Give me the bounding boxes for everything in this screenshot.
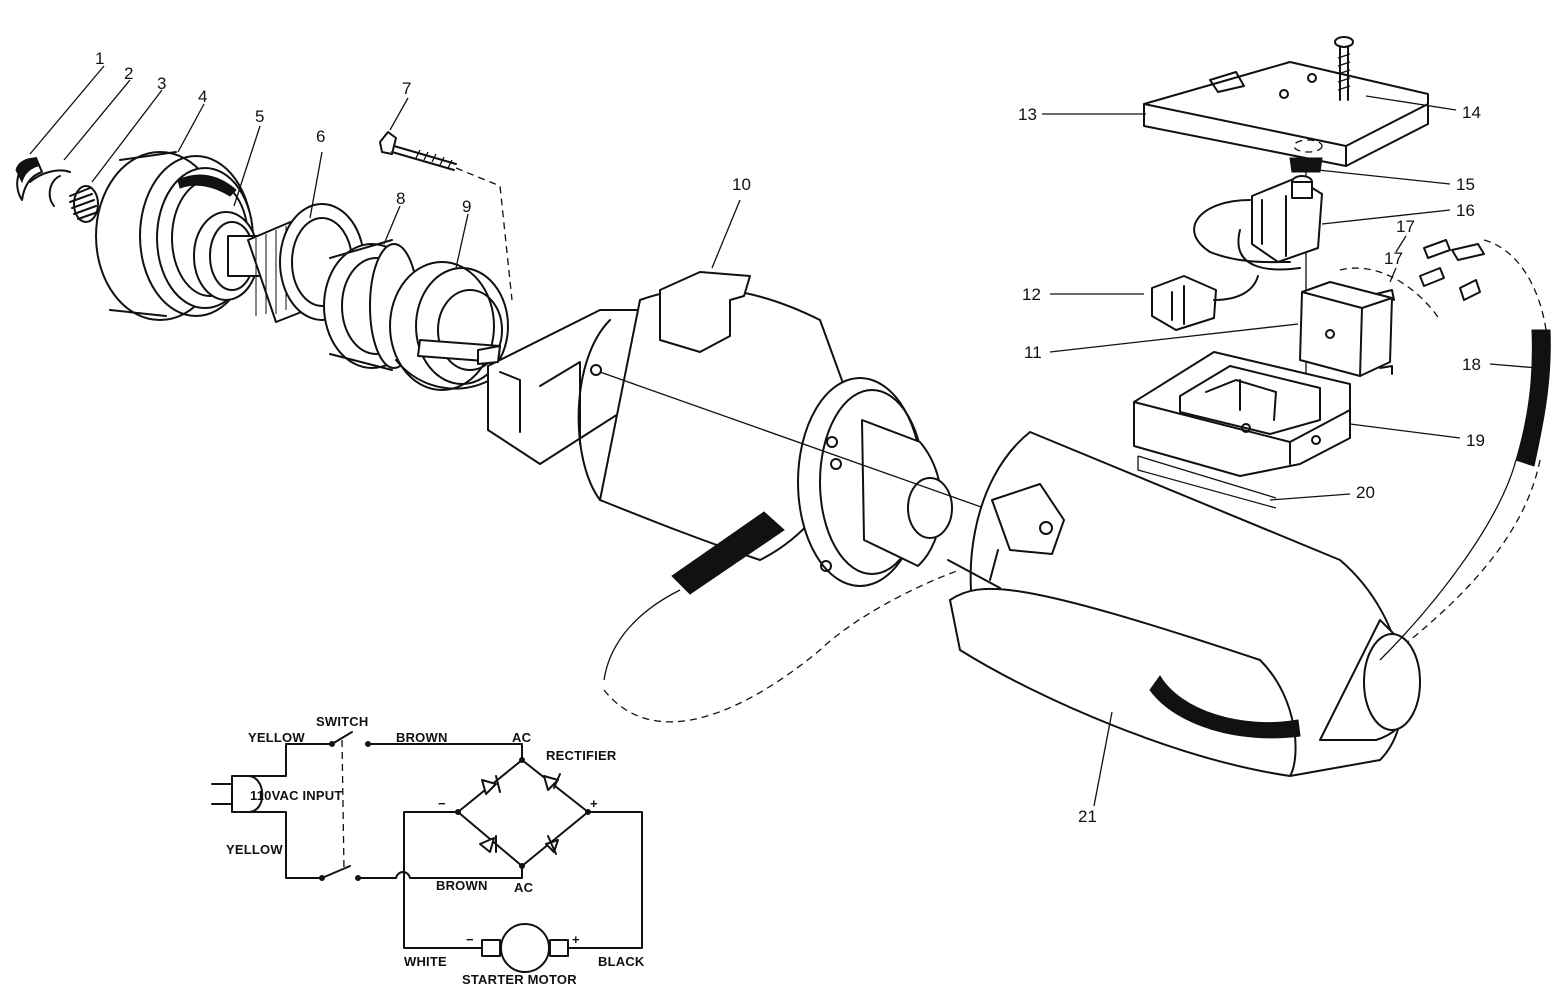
part-16-switch bbox=[1193, 175, 1323, 271]
callout-16: 16 bbox=[1456, 201, 1475, 220]
label-switch: SWITCH bbox=[316, 714, 368, 729]
callout-17-lower: 17 bbox=[1384, 249, 1403, 268]
label-motor-minus: − bbox=[466, 932, 474, 947]
part-2-washer bbox=[48, 175, 61, 207]
label-motor-plus: + bbox=[572, 932, 580, 947]
part-17-terminals bbox=[1419, 239, 1485, 301]
label-yellow-top: YELLOW bbox=[248, 730, 305, 745]
callout-2: 2 bbox=[124, 64, 133, 83]
callout-numbers: 1 2 3 4 5 6 7 8 9 10 11 12 13 14 15 16 1… bbox=[95, 49, 1485, 826]
part-9-end-bell bbox=[389, 261, 509, 391]
callout-6: 6 bbox=[316, 127, 325, 146]
part-10-starter-motor bbox=[477, 271, 953, 681]
part-1-snap-ring bbox=[15, 157, 71, 201]
callout-3: 3 bbox=[157, 74, 166, 93]
label-white: WHITE bbox=[404, 954, 447, 969]
label-input: 110VAC INPUT bbox=[250, 788, 342, 803]
callout-19: 19 bbox=[1466, 431, 1485, 450]
callout-13: 13 bbox=[1018, 105, 1037, 124]
motor-symbol bbox=[500, 923, 550, 973]
label-bridge-minus: − bbox=[438, 796, 446, 811]
part-15-spring bbox=[1289, 139, 1323, 173]
callout-7: 7 bbox=[402, 79, 411, 98]
callout-12: 12 bbox=[1022, 285, 1041, 304]
label-bridge-plus: + bbox=[590, 796, 598, 811]
callout-15: 15 bbox=[1456, 175, 1475, 194]
callout-11: 11 bbox=[1024, 343, 1042, 362]
part-12-relay bbox=[1151, 275, 1259, 331]
label-rectifier: RECTIFIER bbox=[546, 748, 617, 763]
callout-20: 20 bbox=[1356, 483, 1375, 502]
callout-4: 4 bbox=[198, 87, 207, 106]
wiring-schematic bbox=[211, 731, 643, 973]
part-18-cable bbox=[1379, 329, 1551, 661]
callout-17-upper: 17 bbox=[1396, 217, 1415, 236]
callout-leaders bbox=[29, 65, 1539, 807]
part-14-screw bbox=[1334, 36, 1354, 101]
label-yellow-bottom: YELLOW bbox=[226, 842, 283, 857]
label-starter-motor: STARTER MOTOR bbox=[462, 972, 577, 987]
part-21-cover bbox=[947, 431, 1421, 777]
callout-9: 9 bbox=[462, 197, 471, 216]
callout-21: 21 bbox=[1078, 807, 1097, 826]
label-ac-top: AC bbox=[512, 730, 532, 745]
part-19-base bbox=[1133, 351, 1351, 477]
part-11-rectifier bbox=[1299, 281, 1395, 377]
callout-5: 5 bbox=[255, 107, 264, 126]
callout-10: 10 bbox=[732, 175, 751, 194]
part-20-gasket bbox=[1137, 455, 1277, 509]
callout-1: 1 bbox=[95, 49, 104, 68]
callout-18: 18 bbox=[1462, 355, 1481, 374]
label-black: BLACK bbox=[598, 954, 645, 969]
label-brown-bottom: BROWN bbox=[436, 878, 488, 893]
part-7-bolt bbox=[379, 131, 457, 171]
label-brown-top: BROWN bbox=[396, 730, 448, 745]
part-3-spring bbox=[69, 185, 99, 223]
label-ac-bottom: AC bbox=[514, 880, 534, 895]
part-13-top-cover bbox=[1143, 61, 1429, 167]
callout-14: 14 bbox=[1462, 103, 1481, 122]
callout-8: 8 bbox=[396, 189, 405, 208]
schematic-labels: SWITCH YELLOW 110VAC INPUT YELLOW BROWN … bbox=[226, 714, 645, 987]
